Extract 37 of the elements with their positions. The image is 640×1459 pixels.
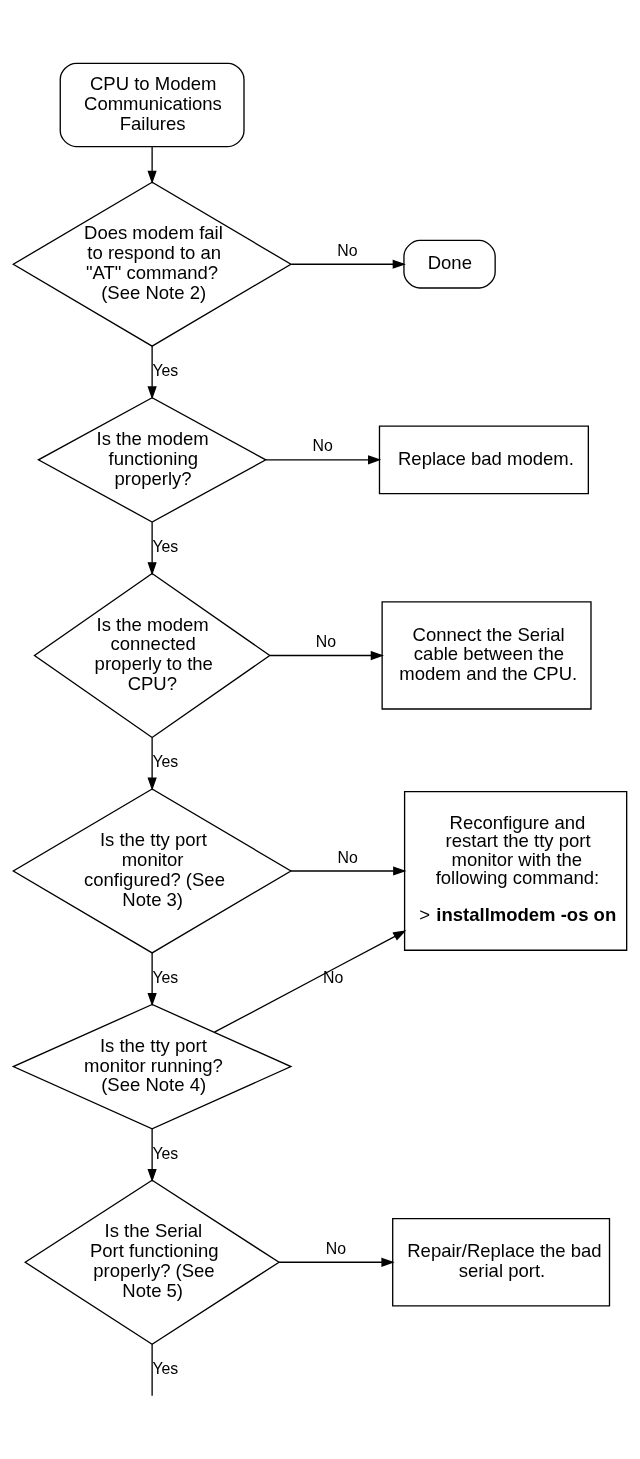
connector [151, 1343, 153, 1396]
node-diamond: Is the modem connected properly to the CPU? [33, 572, 271, 738]
node-box: CPU to Modem Communications Failures [59, 62, 245, 147]
edge-label: Yes [152, 1144, 179, 1162]
arrow [269, 650, 384, 660]
node-diamond: Is the modem functioning properly? [37, 396, 268, 523]
edge-label: No [325, 1239, 346, 1257]
arrow [278, 1257, 395, 1267]
edge-label: Yes [152, 537, 179, 555]
arrow [290, 259, 406, 269]
arrow [290, 865, 407, 876]
node-box: Connect the Serial cable between the modem and the CPU. [381, 600, 592, 710]
edge-label: Yes [152, 968, 179, 986]
arrow [147, 521, 157, 575]
node-diamond: Is the tty port monitor running? (See Note 4) [11, 1003, 293, 1129]
arrow [147, 951, 157, 1006]
arrow [147, 736, 157, 791]
arrow [147, 1127, 157, 1182]
node-box: Replace bad modem. [378, 425, 589, 494]
edge-label: No [323, 968, 344, 986]
edge-label: No [337, 848, 358, 866]
arrow [265, 454, 382, 464]
edge-label: Yes [152, 1359, 179, 1377]
edge-label: No [315, 632, 337, 650]
node-box: Reconfigure and restart the tty port monitor with the following command: > installmodem -os on [403, 790, 628, 951]
node-box: Done [403, 239, 496, 289]
arrow [213, 929, 407, 1033]
edge-label: Yes [152, 752, 179, 770]
edge-label: Yes [152, 361, 179, 379]
node-diamond: Is the Serial Port functioning properly? (See Note 5) [24, 1179, 281, 1345]
arrow [147, 145, 157, 184]
node-diamond: Does modem fail to respond to an "AT" command? (See Note 2) [12, 181, 293, 347]
node-box: Repair/Replace the bad serial port. [392, 1217, 611, 1307]
arrow [147, 345, 157, 399]
edge-label: No [312, 436, 333, 454]
edge-label: No [337, 241, 358, 259]
node-diamond: Is the tty port monitor configured? (See Note 3) [12, 787, 293, 954]
